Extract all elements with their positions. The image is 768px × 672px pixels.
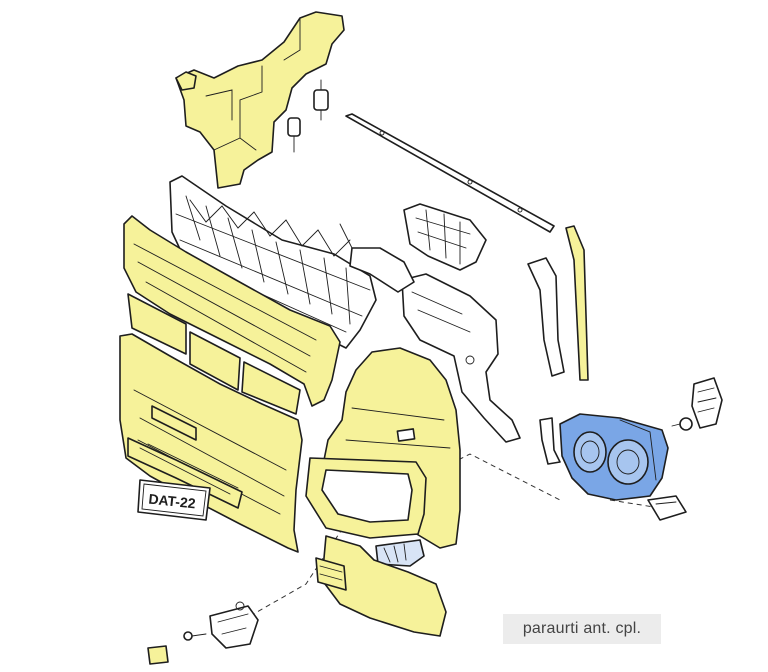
lower-bumper-panel	[119, 333, 303, 553]
reservoir-pump	[287, 79, 329, 153]
cross-bar-rod	[345, 113, 555, 233]
side-rail-bracket	[565, 225, 589, 381]
part-caption: paraurti ant. cpl.	[503, 614, 661, 644]
plate-text: DAT-22	[148, 491, 197, 512]
bolt	[183, 631, 207, 641]
washer-reservoir-body	[175, 11, 345, 189]
tow-hook-cover	[209, 601, 259, 649]
washer-reservoir	[175, 11, 345, 189]
licence-plate: DAT-22	[137, 479, 211, 521]
headlamp-bulb	[671, 417, 693, 431]
lower-corner-spoiler	[315, 535, 447, 637]
headlamp-cap	[691, 377, 723, 429]
fog-lamp	[375, 539, 425, 567]
headlamp-adjuster	[647, 495, 687, 521]
headlamp-upper-bracket	[403, 203, 487, 271]
upper-bumper-cover	[123, 215, 341, 415]
headlamp	[559, 413, 669, 501]
headlamp-support-bracket	[527, 257, 565, 465]
fog-lamp-frame	[305, 457, 427, 539]
bumper-support-frame	[169, 175, 377, 349]
mounting-bracket	[339, 223, 521, 443]
tow-eye-cap	[147, 645, 169, 665]
